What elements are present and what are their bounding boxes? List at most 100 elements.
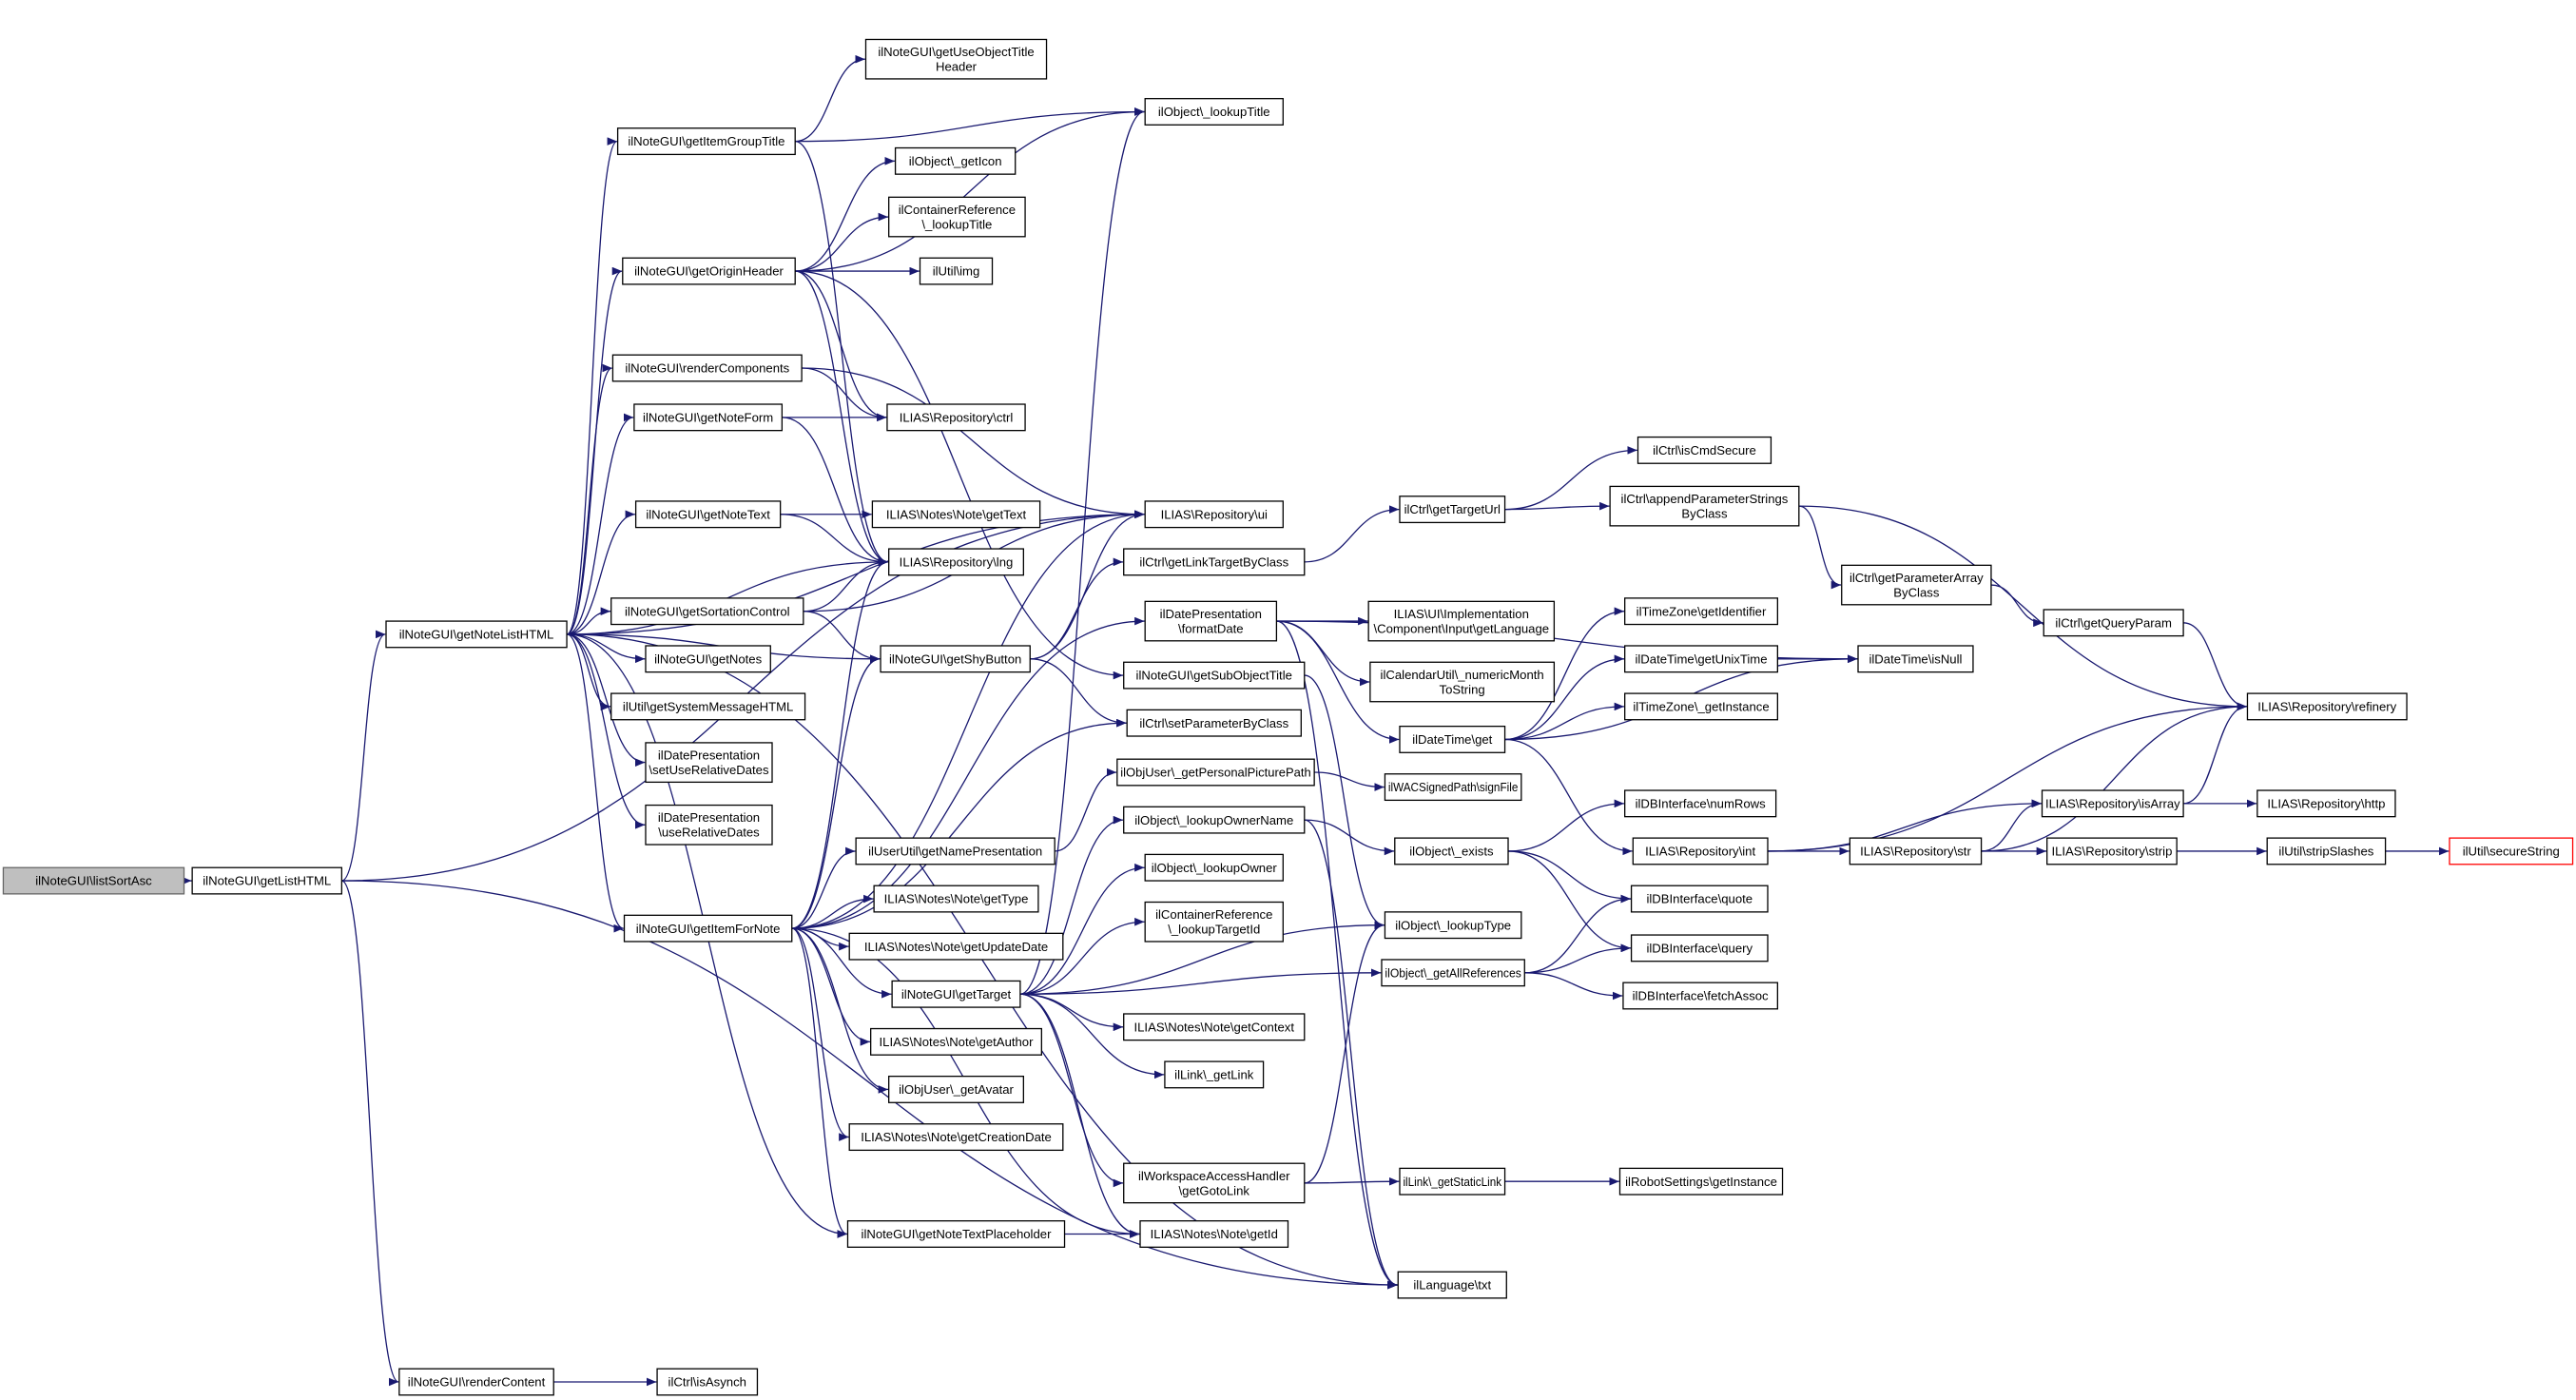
node-box[interactable] bbox=[886, 403, 1026, 432]
node-box[interactable] bbox=[634, 500, 782, 529]
node-box[interactable] bbox=[1399, 1167, 1506, 1196]
node-box[interactable] bbox=[891, 980, 1021, 1008]
node-box[interactable] bbox=[873, 885, 1039, 913]
call-graph-node[interactable]: ILIAS\Repository\strip bbox=[2046, 837, 2178, 865]
call-graph-node[interactable]: ilCtrl\getQueryParam bbox=[2043, 609, 2184, 637]
node-box[interactable] bbox=[2266, 837, 2387, 865]
node-box[interactable] bbox=[1849, 837, 1983, 865]
call-graph-node[interactable]: ilNoteGUI\getNotes bbox=[645, 645, 771, 673]
node-box[interactable] bbox=[1123, 661, 1306, 690]
node-box[interactable] bbox=[848, 1123, 1064, 1152]
call-graph-node[interactable]: ilCtrl\setParameterByClass bbox=[1126, 709, 1302, 737]
node-box[interactable] bbox=[848, 932, 1064, 961]
call-graph-node[interactable]: ilTimeZone\getIdentifier bbox=[1624, 597, 1778, 626]
node-box[interactable] bbox=[888, 1075, 1024, 1103]
node-box[interactable] bbox=[1381, 959, 1525, 987]
call-graph-node[interactable]: ILIAS\Repository\lng bbox=[888, 548, 1024, 576]
call-graph-node[interactable]: ilUtil\stripSlashes bbox=[2266, 837, 2387, 865]
call-graph-node[interactable]: ilUtil\getSystemMessageHTML bbox=[610, 692, 806, 721]
node-box[interactable] bbox=[1123, 548, 1306, 576]
node-box[interactable] bbox=[1394, 837, 1509, 865]
call-graph-node[interactable]: ILIAS\Notes\Note\getText bbox=[871, 500, 1041, 529]
node-box[interactable] bbox=[656, 1368, 759, 1396]
call-graph-node[interactable]: ilDBInterface\query bbox=[1630, 934, 1769, 962]
node-box[interactable] bbox=[1126, 709, 1302, 737]
node-box[interactable] bbox=[398, 1368, 554, 1396]
node-box[interactable] bbox=[616, 127, 796, 156]
node-box[interactable] bbox=[894, 146, 1017, 175]
node-box[interactable] bbox=[1624, 692, 1778, 721]
node-box[interactable] bbox=[645, 804, 773, 846]
call-graph-node[interactable]: ILIAS\Notes\Note\getId bbox=[1139, 1220, 1289, 1248]
call-graph-node[interactable]: ilLink\_getLink bbox=[1164, 1060, 1265, 1089]
call-graph-node[interactable]: ILIAS\Notes\Note\getCreationDate bbox=[848, 1123, 1064, 1152]
call-graph-node[interactable]: ilNoteGUI\renderComponents bbox=[611, 354, 803, 382]
node-box[interactable] bbox=[2046, 837, 2178, 865]
call-graph-node[interactable]: ilObject\_getAllReferences bbox=[1381, 959, 1525, 987]
node-box[interactable] bbox=[1630, 934, 1769, 962]
node-box[interactable] bbox=[610, 597, 804, 626]
call-graph-node[interactable]: ilObject\_exists bbox=[1394, 837, 1509, 865]
call-graph-node[interactable]: ilNoteGUI\getNoteText bbox=[634, 500, 782, 529]
node-box[interactable] bbox=[1857, 645, 1974, 673]
call-graph-node[interactable]: ilDBInterface\quote bbox=[1630, 885, 1769, 913]
node-box[interactable] bbox=[1123, 1013, 1306, 1041]
node-box[interactable] bbox=[919, 257, 994, 285]
call-graph-node[interactable]: ilWACSignedPath\signFile bbox=[1384, 773, 1522, 802]
node-box[interactable] bbox=[888, 548, 1024, 576]
call-graph-node[interactable]: ilNoteGUI\getListHTML bbox=[191, 866, 343, 895]
node-box[interactable] bbox=[880, 645, 1031, 673]
node-box[interactable] bbox=[1367, 600, 1556, 642]
call-graph-node[interactable]: ilDateTime\isNull bbox=[1857, 645, 1974, 673]
node-box[interactable] bbox=[610, 692, 806, 721]
call-graph-node[interactable]: ilObjUser\_getAvatar bbox=[888, 1075, 1024, 1103]
node-box[interactable] bbox=[1397, 1271, 1507, 1299]
call-graph-node[interactable]: ilCtrl\getTargetUrl bbox=[1399, 496, 1506, 524]
node-box[interactable] bbox=[855, 837, 1056, 865]
call-graph-node[interactable]: ILIAS\Repository\ctrl bbox=[886, 403, 1026, 432]
node-box[interactable] bbox=[191, 866, 343, 895]
call-graph-node[interactable]: ilLink\_getStaticLink bbox=[1399, 1167, 1506, 1196]
call-graph-node[interactable]: ILIAS\Repository\isArray bbox=[2041, 789, 2184, 818]
node-box[interactable] bbox=[846, 1220, 1066, 1248]
call-graph-node[interactable]: ILIAS\Repository\str bbox=[1849, 837, 1983, 865]
node-box[interactable] bbox=[1384, 911, 1522, 940]
node-box[interactable] bbox=[623, 914, 793, 943]
call-graph-node[interactable]: ilDBInterface\numRows bbox=[1624, 789, 1777, 818]
node-box[interactable] bbox=[2041, 789, 2184, 818]
call-graph-node[interactable]: ilNoteGUI\getSortationControl bbox=[610, 597, 804, 626]
call-graph-node[interactable]: ilUserUtil\getNamePresentation bbox=[855, 837, 1056, 865]
node-box[interactable] bbox=[611, 354, 803, 382]
node-box[interactable] bbox=[1618, 1167, 1784, 1196]
node-box[interactable] bbox=[1144, 500, 1284, 529]
call-graph-node[interactable]: ilNoteGUI\getItemForNote bbox=[623, 914, 793, 943]
node-box[interactable] bbox=[864, 38, 1048, 80]
node-box[interactable] bbox=[1624, 789, 1777, 818]
node-box[interactable] bbox=[1164, 1060, 1265, 1089]
node-box[interactable] bbox=[1144, 600, 1278, 642]
call-graph-node[interactable]: ILIAS\Notes\Note\getAuthor bbox=[870, 1027, 1042, 1056]
call-graph-node[interactable]: ILIAS\Repository\refinery bbox=[2246, 692, 2408, 721]
node-box[interactable] bbox=[645, 645, 771, 673]
call-graph-node[interactable]: ilObject\_lookupType bbox=[1384, 911, 1522, 940]
call-graph-node[interactable]: ilDateTime\get bbox=[1399, 725, 1506, 753]
call-graph-node[interactable]: ilObject\_lookupOwnerName bbox=[1123, 806, 1306, 834]
call-graph-node[interactable]: ilWorkspaceAccessHandler\getGotoLink bbox=[1123, 1162, 1306, 1204]
call-graph-node[interactable]: ILIAS\Repository\ui bbox=[1144, 500, 1284, 529]
node-box[interactable] bbox=[2449, 837, 2574, 865]
node-box[interactable] bbox=[385, 620, 568, 649]
call-graph-node[interactable]: ilUtil\img bbox=[919, 257, 994, 285]
node-box[interactable] bbox=[1841, 564, 1992, 606]
call-graph-node[interactable]: ilNoteGUI\getTarget bbox=[891, 980, 1021, 1008]
node-box[interactable] bbox=[1369, 661, 1556, 703]
call-graph-node[interactable]: ilNoteGUI\getNoteForm bbox=[633, 403, 784, 432]
node-box[interactable] bbox=[1609, 485, 1800, 527]
node-box[interactable] bbox=[1116, 758, 1315, 787]
call-graph-node[interactable]: ILIAS\Repository\http bbox=[2256, 789, 2396, 818]
node-box[interactable] bbox=[1399, 725, 1506, 753]
call-graph-node[interactable]: ilDBInterface\fetchAssoc bbox=[1622, 982, 1778, 1010]
node-box[interactable] bbox=[1144, 901, 1284, 943]
